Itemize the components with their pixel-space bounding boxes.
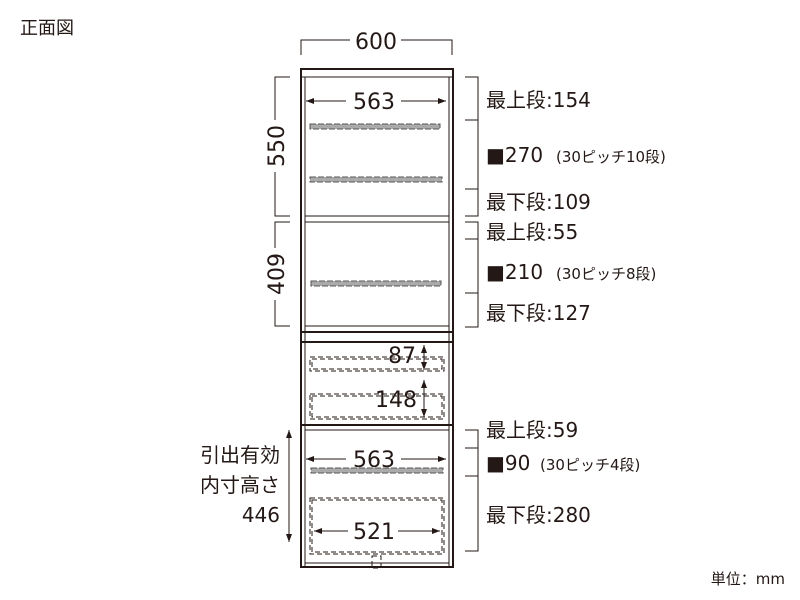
svg-text:409: 409	[265, 253, 290, 295]
svg-text:563: 563	[353, 90, 395, 115]
total-width-dimension: 600	[300, 30, 453, 55]
shelf	[310, 280, 442, 287]
upper-height-dimension: 550	[265, 76, 290, 217]
shelf	[309, 176, 443, 183]
shelf-spec-bottom: 最上段:59 ■90 (30ピッチ4段) 最下段:280	[465, 418, 640, 552]
svg-text:148: 148	[375, 388, 417, 413]
svg-text:521: 521	[353, 520, 395, 545]
svg-text:600: 600	[355, 30, 397, 55]
shelf	[310, 467, 444, 474]
svg-text:■210: ■210	[486, 260, 543, 284]
middle-height-dimension: 409	[265, 221, 290, 327]
svg-text:引出有効: 引出有効	[200, 443, 280, 467]
svg-text:最下段:109: 最下段:109	[486, 190, 591, 214]
svg-text:最上段:59: 最上段:59	[486, 418, 578, 442]
drawer-upper: 87	[309, 344, 445, 372]
svg-text:■270: ■270	[486, 143, 543, 167]
shelf-spec-middle: 最上段:55 ■210 (30ピッチ8段) 最下段:127	[465, 220, 656, 328]
svg-text:(30ピッチ8段): (30ピッチ8段)	[556, 265, 656, 283]
pullout-height-dimension: 引出有効 内寸高さ 446	[200, 430, 292, 542]
cabinet-outline	[300, 68, 454, 569]
svg-text:(30ピッチ10段): (30ピッチ10段)	[556, 148, 666, 166]
inner-width-top-dimension: 563	[306, 90, 446, 115]
drawer-bottom: 521	[309, 497, 445, 555]
svg-text:563: 563	[353, 448, 395, 473]
svg-text:■90: ■90	[486, 451, 530, 475]
drawer-middle: 148	[309, 380, 445, 420]
svg-text:内寸高さ: 内寸高さ	[200, 473, 280, 497]
svg-text:550: 550	[265, 125, 290, 167]
diagram-title: 正面図	[20, 18, 74, 39]
svg-text:446: 446	[242, 503, 280, 527]
shelf	[309, 123, 441, 130]
svg-text:最上段:154: 最上段:154	[486, 88, 591, 112]
svg-text:(30ピッチ4段): (30ピッチ4段)	[540, 456, 640, 474]
svg-text:最下段:280: 最下段:280	[486, 503, 591, 527]
svg-text:87: 87	[388, 344, 416, 369]
unit-label: 単位：mm	[711, 570, 785, 588]
inner-width-bottom-dimension: 563	[306, 448, 446, 473]
svg-text:最上段:55: 最上段:55	[486, 220, 578, 244]
shelf-spec-upper: 最上段:154 ■270 (30ピッチ10段) 最下段:109	[465, 76, 666, 217]
svg-text:最下段:127: 最下段:127	[486, 301, 591, 325]
